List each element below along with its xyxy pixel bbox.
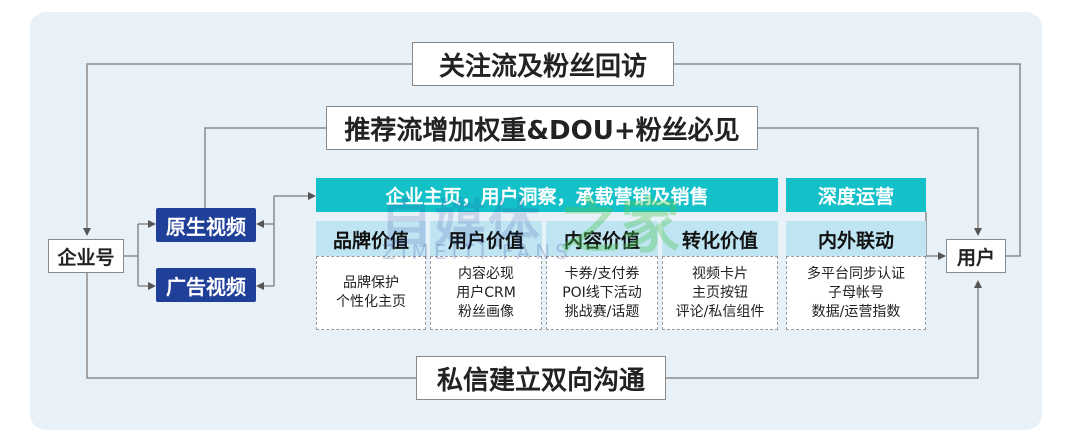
list-item: 数据/运营指数 xyxy=(811,303,901,320)
to-user-line xyxy=(925,212,946,260)
list-item: 内容必现 xyxy=(458,265,514,282)
enterprise-account-node: 企业号 xyxy=(48,239,124,273)
user-value-list: 内容必现 用户CRM 粉丝画像 xyxy=(430,256,542,330)
list-item: 子母帐号 xyxy=(828,284,884,301)
list-item: 用户CRM xyxy=(456,284,516,301)
native-video-box: 原生视频 xyxy=(156,208,256,242)
follow-feed-banner: 关注流及粉丝回访 xyxy=(412,42,674,86)
private-message-banner: 私信建立双向沟通 xyxy=(416,356,666,400)
brand-value-list: 品牌保护 个性化主页 xyxy=(316,256,426,330)
content-value-list: 卡券/支付券 POI线下活动 挑战赛/话题 xyxy=(546,256,658,330)
conversion-value-list: 视频卡片 主页按钮 评论/私信组件 xyxy=(662,256,778,330)
list-item: 粉丝画像 xyxy=(458,303,514,320)
list-item: POI线下活动 xyxy=(562,284,642,301)
internal-external-list: 多平台同步认证 子母帐号 数据/运营指数 xyxy=(786,256,926,330)
list-item: 卡券/支付券 xyxy=(564,265,640,282)
recommend-feed-banner: 推荐流增加权重&DOU+粉丝必见 xyxy=(326,106,758,150)
ad-video-box: 广告视频 xyxy=(156,268,256,302)
list-item: 视频卡片 xyxy=(692,265,748,282)
list-item: 个性化主页 xyxy=(336,294,406,310)
brand-value-header: 品牌价值 xyxy=(316,221,426,257)
list-item: 多平台同步认证 xyxy=(807,265,905,282)
list-item: 品牌保护 xyxy=(343,275,399,291)
internal-external-header: 内外联动 xyxy=(786,221,926,257)
user-value-header: 用户价值 xyxy=(430,221,542,257)
user-node: 用户 xyxy=(946,239,1006,273)
list-item: 挑战赛/话题 xyxy=(564,303,640,320)
list-item: 评论/私信组件 xyxy=(675,303,765,320)
top-loop-line xyxy=(83,63,1021,257)
deep-operation-bar: 深度运营 xyxy=(786,178,926,212)
list-item: 主页按钮 xyxy=(692,284,748,301)
content-value-header: 内容价值 xyxy=(546,221,658,257)
enterprise-homepage-bar: 企业主页，用户洞察，承载营销及销售 xyxy=(316,178,778,212)
conversion-value-header: 转化价值 xyxy=(662,221,778,257)
